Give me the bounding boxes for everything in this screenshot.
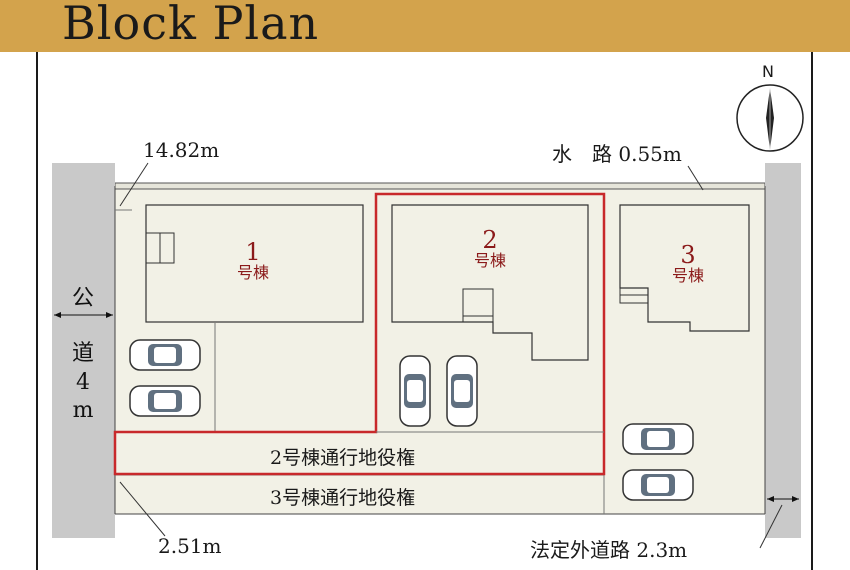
public-road xyxy=(52,163,115,538)
lot-3-number: 3 xyxy=(680,241,696,269)
car-lot3-a xyxy=(622,423,694,455)
public-road-char: m xyxy=(72,398,94,423)
lot-1-suffix: 号棟 xyxy=(236,263,269,282)
north-arrow-icon xyxy=(736,84,804,152)
house-2-footprint xyxy=(391,204,589,361)
lot-3-suffix: 号棟 xyxy=(671,266,704,285)
access-width-leader xyxy=(119,481,166,537)
house-2-entrance xyxy=(462,288,494,323)
waterway-label: 水 路 0.55m xyxy=(552,142,682,166)
car-lot1-a xyxy=(129,339,201,371)
road-width-arrow xyxy=(54,312,113,318)
waterway-strip xyxy=(114,182,766,190)
lot-2-label: 2 号棟 xyxy=(465,228,515,270)
compass-label: N xyxy=(762,62,774,81)
public-road-char: 公 xyxy=(71,286,94,311)
frame-right-border xyxy=(811,52,813,570)
frame-left-border xyxy=(36,52,38,570)
lot-3-label: 3 号棟 xyxy=(663,243,713,285)
frontage-label: 14.82m xyxy=(143,138,220,162)
legal-road-label: 法定外道路 2.3m xyxy=(530,538,688,562)
legal-road-width-arrow xyxy=(767,496,799,502)
public-road-char: 道 xyxy=(71,341,94,366)
frontage-leader xyxy=(119,162,149,207)
car-lot1-b xyxy=(129,385,201,417)
access-width-label: 2.51m xyxy=(158,534,222,558)
easement-lot3-label: 3号棟通行地役権 xyxy=(270,487,416,509)
public-road-char: 4 xyxy=(76,370,90,395)
lot-1-number: 1 xyxy=(245,238,261,266)
legal-road-leader xyxy=(759,504,783,549)
car-lot2-a xyxy=(399,355,431,427)
waterway-leader xyxy=(687,165,704,191)
legal-road xyxy=(765,163,801,538)
lot-2-suffix: 号棟 xyxy=(473,251,506,270)
lot-2-number: 2 xyxy=(482,226,498,254)
page-title: Block Plan xyxy=(62,0,320,50)
house-1-footprint xyxy=(145,204,364,323)
car-lot2-b xyxy=(446,355,478,427)
header-banner: Block Plan xyxy=(0,0,850,52)
easement-lot2-label: 2号棟通行地役権 xyxy=(270,447,416,469)
lot-1-label: 1 号棟 xyxy=(228,240,278,282)
car-lot3-b xyxy=(622,469,694,501)
